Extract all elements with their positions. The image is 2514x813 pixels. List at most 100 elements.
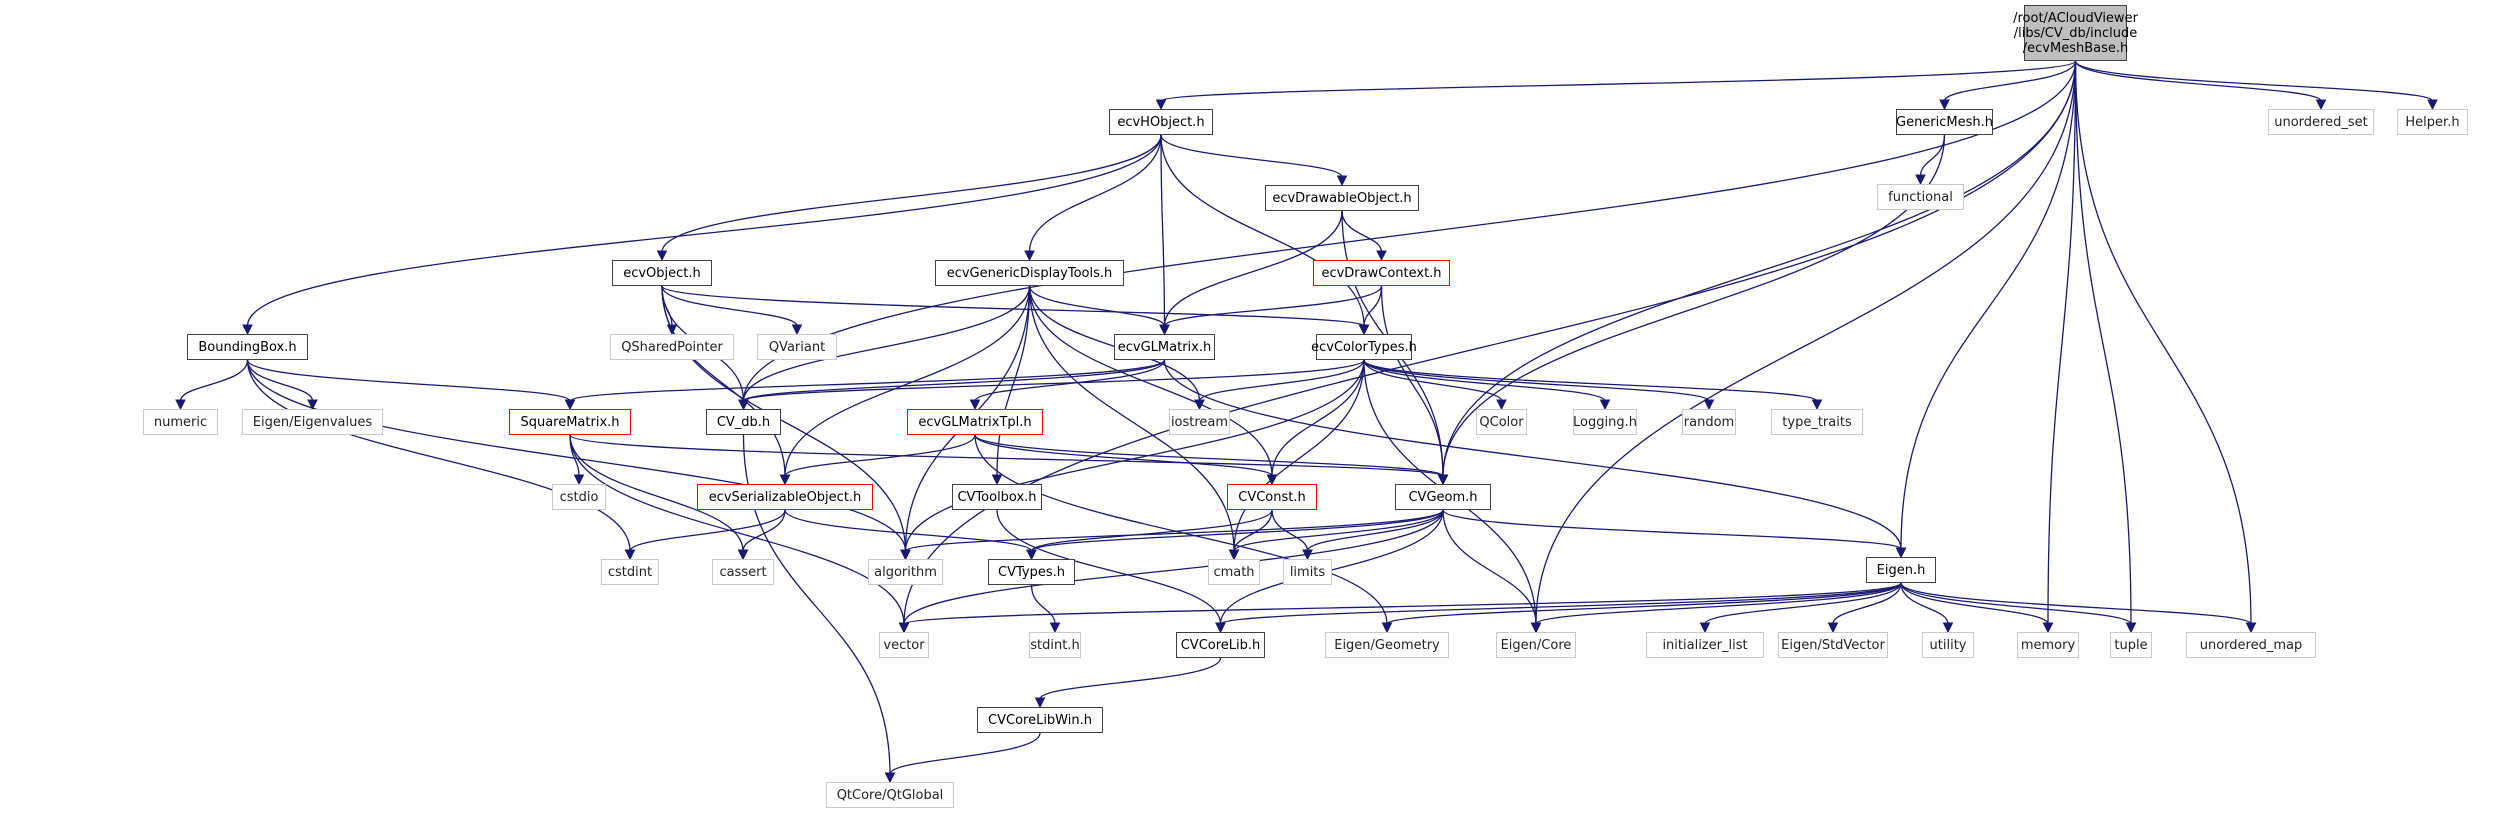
edge-ecvobject-to-ecvcolortypes	[661, 285, 1365, 327]
node-cmath: cmath	[1208, 559, 1260, 585]
node-cvcorelib[interactable]: CVCoreLib.h	[1176, 632, 1265, 658]
node-label: GenericMesh.h	[1896, 114, 1994, 130]
node-label: Eigen/Geometry	[1334, 637, 1440, 653]
node-ecvcolortypes[interactable]: ecvColorTypes.h	[1311, 334, 1417, 360]
edge-root-to-eigenh	[1900, 60, 2077, 550]
node-qtglobal: QtCore/QtGlobal	[826, 782, 954, 808]
node-squarematrix[interactable]: SquareMatrix.h	[509, 409, 631, 435]
arrowhead-icon	[900, 549, 911, 561]
node-label-line: /ecvMeshBase.h	[2022, 40, 2129, 56]
edge-ecvserializableobject-to-cassert	[742, 509, 786, 552]
edge-ecvcolortypes-to-random	[1363, 359, 1710, 402]
arrowhead-icon	[991, 474, 1003, 486]
edge-root-to-memory	[2047, 60, 2077, 625]
node-label: BoundingBox.h	[198, 339, 297, 355]
node-type-traits: type_traits	[1771, 409, 1863, 435]
node-ecvhobject[interactable]: ecvHObject.h	[1109, 109, 1213, 135]
node-numeric: numeric	[143, 409, 218, 435]
node-cv-db[interactable]: CV_db.h	[706, 409, 781, 435]
node-label: Eigen.h	[1876, 562, 1926, 578]
edge-root-to-unordered_set	[2074, 60, 2322, 102]
node-qsharedpointer: QSharedPointer	[610, 334, 734, 360]
edge-ecvcolortypes-to-logging	[1363, 359, 1606, 402]
edge-cvgeom-to-cmath	[1233, 509, 1444, 552]
node-random: random	[1682, 409, 1736, 435]
arrowhead-icon	[1228, 549, 1240, 561]
edge-eigenh-to-eigencore	[1535, 582, 1902, 625]
node-helper: Helper.h	[2397, 109, 2468, 135]
edge-cvgeom-to-limits	[1306, 509, 1444, 552]
edge-eigenh-to-cvcorelib	[1219, 582, 1902, 625]
node-ecvdrawableobject[interactable]: ecvDrawableObject.h	[1265, 185, 1419, 211]
edge-eigenh-to-tuple	[1900, 582, 2132, 625]
edge-eigenh-to-vector	[903, 582, 1902, 625]
edge-cvtoolbox-to-cvcorelib	[996, 509, 1222, 625]
node-label: CVToolbox.h	[957, 489, 1037, 505]
edge-cvgeom-to-vector	[903, 509, 1444, 625]
arrowhead-icon	[1496, 399, 1507, 411]
node-cvtypes[interactable]: CVTypes.h	[988, 559, 1075, 585]
node-functional: functional	[1877, 184, 1964, 210]
edge-ecvobject-to-qvariant	[661, 285, 798, 327]
node-cvgeom[interactable]: CVGeom.h	[1395, 484, 1491, 510]
edge-ecvhobject-to-ecvcolortypes	[1160, 134, 1365, 327]
node-cvtoolbox[interactable]: CVToolbox.h	[952, 484, 1042, 510]
node-ecvgenericdisplaytools[interactable]: ecvGenericDisplayTools.h	[935, 260, 1124, 286]
node-genericmesh[interactable]: GenericMesh.h	[1896, 109, 1993, 135]
node-label: random	[1683, 414, 1735, 430]
arrowhead-icon	[1024, 250, 1035, 262]
edge-ecvcolortypes-to-cmath	[1233, 359, 1365, 552]
edge-ecvgenericdisplaytools-to-cv_db	[742, 285, 1031, 402]
edge-genericmesh-to-functional	[1919, 134, 1946, 177]
edge-ecvgenericdisplaytools-to-ecvserializableobject	[784, 285, 1031, 477]
node-ecvdrawcontext[interactable]: ecvDrawContext.h	[1313, 260, 1450, 286]
edge-ecvhobject-to-ecvglmatrix	[1160, 134, 1166, 327]
edge-squarematrix-to-vector	[569, 434, 905, 625]
node-limits: limits	[1283, 559, 1332, 585]
edge-squarematrix-to-cvgeom	[569, 434, 1444, 477]
edge-cvgeom-to-algorithm	[904, 509, 1444, 552]
arrowhead-icon	[969, 399, 981, 411]
node-label: initializer_list	[1662, 637, 1748, 653]
edge-root-to-unordered_map	[2074, 60, 2252, 625]
edge-boundingbox-to-cstdint	[246, 359, 631, 552]
edge-ecvgenericdisplaytools-to-cmath	[1028, 285, 1235, 552]
arrowhead-icon	[1811, 399, 1823, 411]
edges-layer	[175, 60, 2438, 784]
node-ecvserializableobject[interactable]: ecvSerializableObject.h	[697, 484, 873, 510]
edge-ecvhobject-to-ecvobject	[661, 134, 1162, 253]
node-label: QtCore/QtGlobal	[836, 787, 944, 803]
node-boundingbox[interactable]: BoundingBox.h	[187, 334, 308, 360]
node-label: ecvGLMatrix.h	[1117, 339, 1212, 355]
edge-cvconst-to-cvtypes	[1030, 509, 1273, 552]
node-cvcorelibwin[interactable]: CVCoreLibWin.h	[977, 707, 1103, 733]
node-cvconst[interactable]: CVConst.h	[1227, 484, 1317, 510]
edge-cvgeom-to-eigenh	[1442, 509, 1902, 550]
node-root[interactable]: /root/ACloudViewer/libs/CV_db/include/ec…	[2013, 5, 2138, 61]
edge-ecvglmatrixtpl-to-cvconst	[974, 434, 1273, 477]
edge-root-to-vector	[903, 60, 2077, 625]
arrowhead-icon	[2245, 622, 2257, 634]
node-label: Eigen/Eigenvalues	[252, 414, 373, 430]
node-label: numeric	[153, 414, 208, 430]
node-ecvobject[interactable]: ecvObject.h	[612, 260, 712, 286]
node-label: cmath	[1213, 564, 1255, 580]
node-label: cstdio	[559, 489, 599, 505]
node-ecvglmatrix[interactable]: ecvGLMatrix.h	[1114, 334, 1215, 360]
node-cassert: cassert	[712, 559, 774, 585]
arrowhead-icon	[2315, 99, 2327, 111]
edge-ecvhobject-to-ecvdrawableobject	[1160, 134, 1343, 178]
node-eigenh[interactable]: Eigen.h	[1866, 557, 1936, 583]
node-label: Eigen/StdVector	[1781, 637, 1885, 653]
node-label: CVTypes.h	[998, 564, 1065, 580]
edge-eigenh-to-initializer_list	[1704, 582, 1902, 625]
arrowhead-icon	[1827, 622, 1839, 634]
arrowhead-icon	[1266, 474, 1278, 486]
node-ecvglmatrixtpl[interactable]: ecvGLMatrixTpl.h	[907, 409, 1043, 435]
edge-ecvdrawableobject-to-ecvglmatrix	[1163, 210, 1343, 327]
edge-root-to-cvgeom	[1442, 60, 2077, 477]
arrowhead-icon	[1026, 549, 1037, 561]
arrowhead-icon	[1034, 697, 1046, 709]
arrowhead-icon	[737, 549, 749, 561]
